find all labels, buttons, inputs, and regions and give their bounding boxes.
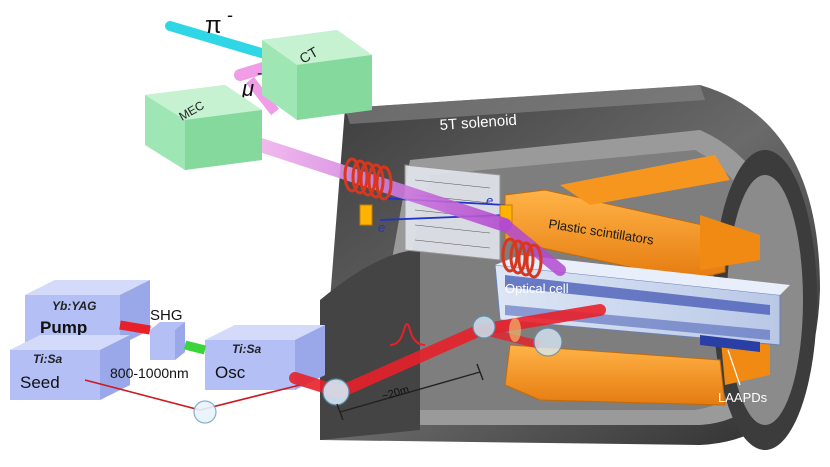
yag-label: Yb:YAG — [52, 299, 96, 313]
electron-lower-label: e — [378, 220, 385, 235]
laser-pulse-icon — [389, 323, 426, 346]
muon-charge: - — [257, 65, 262, 82]
shg-label: SHG — [150, 307, 183, 324]
optics-lenses — [193, 315, 563, 424]
pion-label: π — [205, 12, 222, 39]
solenoid-label: 5T solenoid — [439, 112, 517, 134]
optical-cell — [494, 255, 790, 352]
optical-cell-label: Optical cell — [505, 281, 569, 296]
pump-box — [25, 280, 150, 345]
muon-label: μ — [241, 76, 254, 101]
mec-box — [145, 85, 262, 170]
seed-tisa-label: Ti:Sa — [33, 352, 62, 366]
wavelength-label: 800-1000nm — [110, 365, 189, 381]
osc-label: Osc — [215, 363, 246, 382]
pump-label: Pump — [40, 318, 87, 337]
seed-label: Seed — [20, 373, 60, 392]
electron-upper-label: e — [486, 193, 493, 208]
laser-beams — [84, 304, 606, 411]
laapds-pointer — [727, 349, 741, 386]
ct-box — [262, 30, 372, 120]
distance-marker — [336, 363, 484, 421]
shg-crystal — [150, 322, 185, 360]
pion-charge: - — [227, 5, 233, 25]
coil-upper — [343, 157, 393, 201]
laapds-label: LAAPDs — [718, 390, 768, 405]
osc-tisa-label: Ti:Sa — [232, 342, 261, 356]
coil-lower — [501, 237, 543, 279]
